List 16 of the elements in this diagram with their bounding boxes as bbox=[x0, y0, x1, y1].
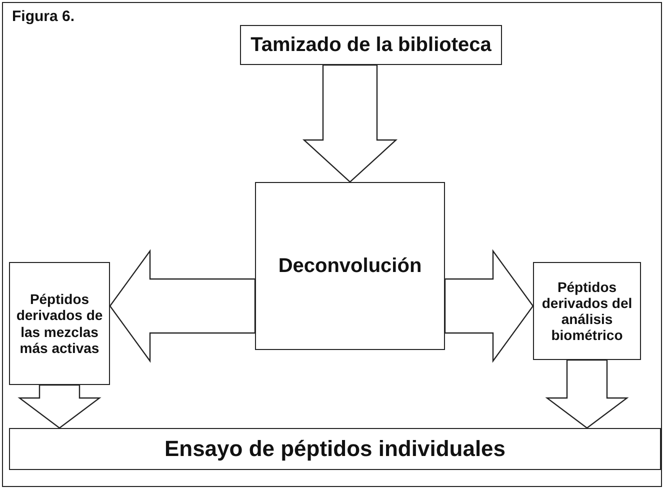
block-arrow bbox=[444, 249, 534, 363]
process-box bbox=[9, 262, 110, 385]
block-arrow bbox=[545, 359, 629, 429]
block-arrow bbox=[109, 249, 256, 363]
figure-caption: Figura 6. bbox=[12, 8, 75, 25]
process-box bbox=[240, 25, 502, 65]
process-box bbox=[533, 262, 641, 360]
block-arrow bbox=[18, 384, 102, 429]
box-text: Péptidos derivados de las mezclas más activas bbox=[15, 291, 104, 356]
box-text: Ensayo de péptidos individuales bbox=[164, 436, 506, 462]
box-text: Tamizado de la biblioteca bbox=[250, 34, 492, 56]
process-box bbox=[255, 182, 445, 350]
box-text: Péptidos derivados del análisis biométrico bbox=[540, 278, 634, 344]
box-text: Deconvolución bbox=[278, 254, 422, 278]
block-arrow bbox=[302, 64, 398, 183]
process-box bbox=[9, 428, 661, 470]
